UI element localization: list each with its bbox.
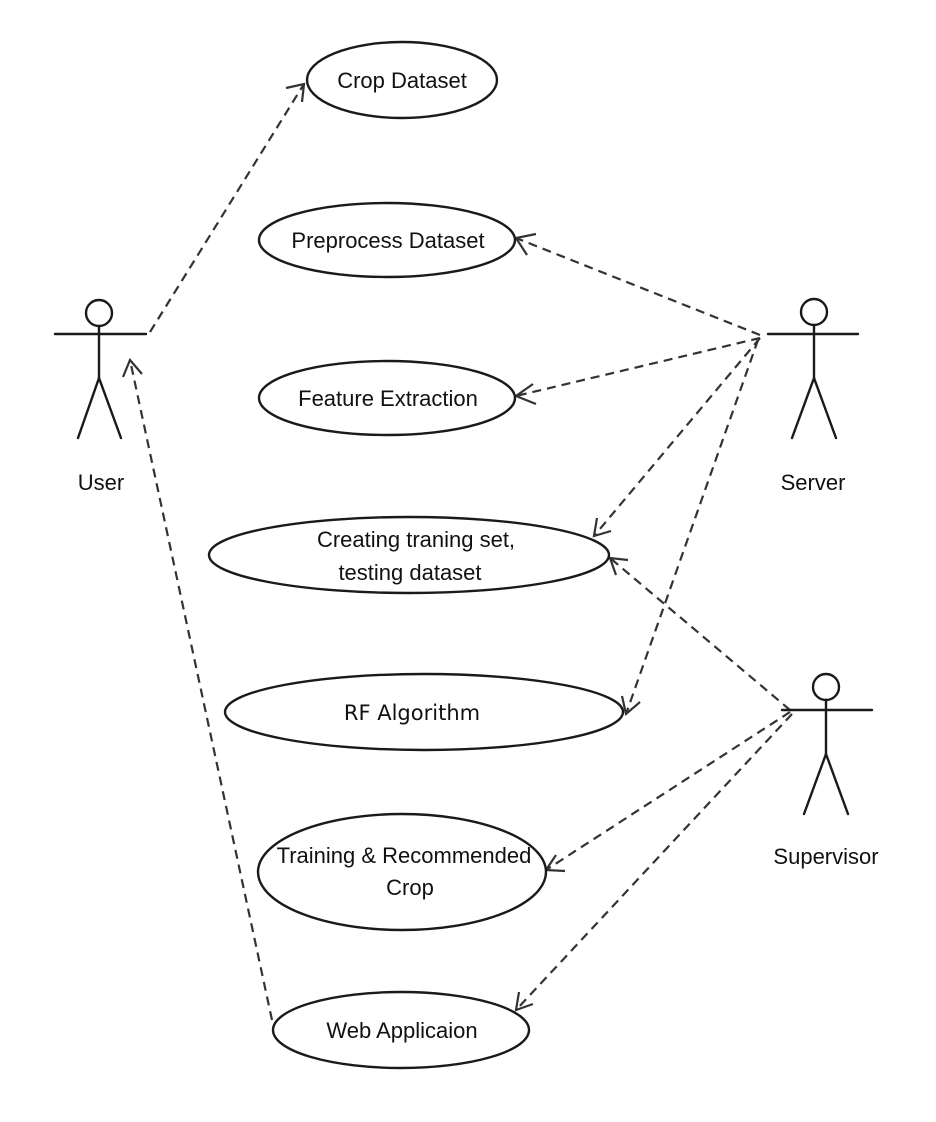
svg-text:Server: Server — [781, 470, 846, 495]
actor-label-supervisor: Supervisor — [773, 844, 878, 869]
assoc-user-crop-dataset — [149, 82, 306, 333]
svg-text:Crop: Crop — [386, 875, 434, 900]
actor-label-user: User — [78, 470, 124, 495]
use-case-label-line2: Crop — [386, 875, 434, 900]
assoc-web-application-user — [121, 357, 274, 1021]
use-case-crop-dataset[interactable]: Crop Dataset — [305, 40, 499, 120]
actor-user[interactable]: User — [53, 298, 148, 495]
use-case-label: RF Algorithm — [344, 701, 480, 725]
svg-text:Supervisor: Supervisor — [773, 844, 878, 869]
actor-leg-right — [97, 376, 123, 440]
actor-leg-left — [802, 752, 828, 816]
actor-head — [84, 298, 114, 328]
actor-supervisor[interactable]: Supervisor — [773, 672, 879, 869]
svg-text:Preprocess Dataset: Preprocess Dataset — [291, 228, 484, 253]
actor-label-server: Server — [781, 470, 846, 495]
actor-leg-left — [76, 376, 101, 440]
svg-text:Feature Extraction: Feature Extraction — [298, 386, 478, 411]
use-case-creating-sets[interactable]: Creating traning set, testing dataset — [207, 515, 611, 595]
actor-leg-left — [790, 376, 816, 440]
svg-text:User: User — [78, 470, 124, 495]
assoc-supervisor-web-app — [514, 713, 793, 1012]
use-case-training-recommended[interactable]: Training & Recommended Crop — [256, 812, 548, 932]
assoc-server-preprocess — [514, 232, 761, 337]
svg-text:Web Applicaion: Web Applicaion — [326, 1018, 477, 1043]
use-case-feature-extraction[interactable]: Feature Extraction — [257, 359, 517, 437]
associations — [121, 82, 793, 1021]
svg-text:Creating traning set,: Creating traning set, — [317, 527, 515, 552]
use-case-label-line1: Training & Recommended — [277, 843, 532, 868]
assoc-server-rf — [620, 339, 760, 717]
svg-text:Training & Recommended: Training & Recommended — [277, 843, 532, 868]
use-case-label-line1: Creating traning set, — [317, 527, 515, 552]
svg-text:Crop Dataset: Crop Dataset — [337, 68, 467, 93]
svg-text:RF Algorithm: RF Algorithm — [344, 701, 480, 725]
use-case-rf-algorithm[interactable]: RF Algorithm — [223, 672, 625, 752]
assoc-server-feature — [513, 336, 761, 406]
use-case-label: Preprocess Dataset — [291, 228, 484, 253]
use-case-label: Web Applicaion — [326, 1018, 477, 1043]
actor-head — [799, 297, 829, 327]
actor-server[interactable]: Server — [766, 297, 860, 495]
actor-leg-right — [812, 376, 838, 440]
use-case-label-line2: testing dataset — [338, 560, 481, 585]
use-case-web-application[interactable]: Web Applicaion — [271, 990, 531, 1070]
assoc-supervisor-creating-sets — [608, 556, 791, 711]
use-case-preprocess-dataset[interactable]: Preprocess Dataset — [257, 201, 517, 279]
assoc-server-creating-sets — [592, 337, 761, 538]
use-case-label: Feature Extraction — [298, 386, 478, 411]
actor-head — [811, 672, 841, 702]
actor-leg-right — [824, 752, 850, 816]
use-case-label: Crop Dataset — [337, 68, 467, 93]
svg-text:testing dataset: testing dataset — [338, 560, 481, 585]
